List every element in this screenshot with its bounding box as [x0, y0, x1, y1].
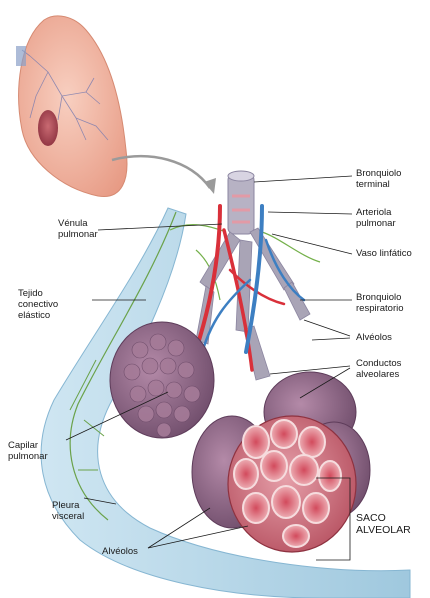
heart-shape [38, 110, 58, 146]
label-pleura-visceral: Pleura visceral [52, 500, 84, 522]
label-saco-alveolar: SACO ALVEOLAR [356, 512, 411, 536]
label-conductos-alveolares: Conductos alveolares [356, 358, 401, 380]
alveolar-cluster-left [110, 322, 214, 438]
hilum-vessels [16, 46, 26, 66]
zoom-arrowhead [204, 178, 216, 194]
label-alveolos-bottom: Alvéolos [102, 546, 138, 557]
alveolar-sacs-right [192, 372, 370, 552]
label-tejido-conectivo: Tejido conectivo elástico [18, 288, 58, 321]
label-alveolos-right: Alvéolos [356, 332, 392, 343]
label-vaso-linfatico: Vaso linfático [356, 248, 412, 259]
label-capilar-pulmonar: Capilar pulmonar [8, 440, 48, 462]
lung-thumbnail [16, 16, 127, 197]
label-bronquiolo-respiratorio: Bronquiolo respiratorio [356, 292, 404, 314]
label-venula-pulmonar: Vénula pulmonar [58, 218, 98, 240]
terminal-bronchiole [228, 171, 254, 234]
label-arteriola-pulmonar: Arteriola pulmonar [356, 207, 396, 229]
label-bronquiolo-terminal: Bronquiolo terminal [356, 168, 401, 190]
